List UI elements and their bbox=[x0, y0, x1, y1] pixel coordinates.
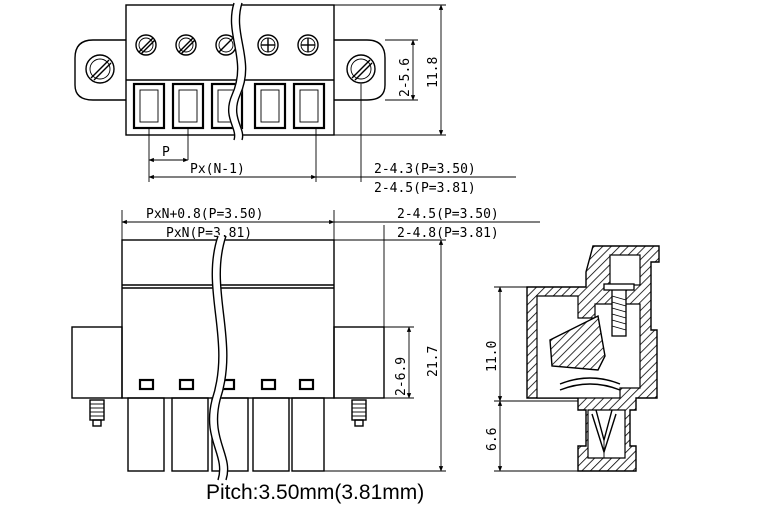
top-right-dim-a: 2-4.3(P=3.50) bbox=[374, 162, 476, 177]
plug-legs bbox=[127, 397, 325, 472]
right-mounting-screw-icon bbox=[346, 54, 376, 84]
dim-11-0-label: 11.0 bbox=[485, 341, 500, 372]
right-front-screw-icon bbox=[351, 399, 367, 427]
dim-6-9-label: 2-6.9 bbox=[394, 357, 409, 396]
clamp-screw-side-icon bbox=[603, 283, 635, 337]
dim-11-8-label: 11.8 bbox=[426, 57, 441, 88]
wire-openings bbox=[132, 82, 326, 130]
left-flange bbox=[74, 39, 126, 101]
side-section-view: 11.0 6.6 bbox=[485, 245, 660, 472]
clamp-screw-icons bbox=[135, 34, 319, 56]
dim-21-7-label: 21.7 bbox=[426, 346, 441, 377]
right-front-flange bbox=[333, 326, 385, 399]
px-n-minus-1-label: Px(N-1) bbox=[190, 162, 245, 177]
mid-left-dim-b: PxN(P=3.81) bbox=[166, 226, 252, 241]
front-view: PxN+0.8(P=3.50) PxN(P=3.81) 2-4.5(P=3.50… bbox=[71, 207, 540, 482]
mid-right-dim-a: 2-4.5(P=3.50) bbox=[397, 207, 499, 222]
pitch-p-label: P bbox=[162, 145, 170, 160]
mid-right-dim-b: 2-4.8(P=3.81) bbox=[397, 226, 499, 241]
left-front-screw-icon bbox=[89, 399, 105, 427]
wire-clamp bbox=[549, 314, 606, 371]
mid-left-dim-a: PxN+0.8(P=3.50) bbox=[146, 207, 263, 222]
top-right-dim-b: 2-4.5(P=3.81) bbox=[374, 181, 476, 196]
front-windows bbox=[138, 378, 315, 391]
left-mounting-screw-icon bbox=[85, 54, 115, 84]
dim-5-6-label: 2-5.6 bbox=[398, 58, 413, 97]
front-body bbox=[121, 239, 335, 399]
right-flange bbox=[334, 39, 386, 101]
pitch-caption: Pitch:3.50mm(3.81mm) bbox=[206, 481, 424, 504]
top-view: P Px(N-1) 2-4.3(P=3.50) 2-4.5(P=3.81) 2-… bbox=[74, 1, 516, 196]
dim-6-6-label: 6.6 bbox=[485, 428, 500, 451]
top-body bbox=[125, 4, 335, 136]
left-front-flange bbox=[71, 326, 123, 399]
